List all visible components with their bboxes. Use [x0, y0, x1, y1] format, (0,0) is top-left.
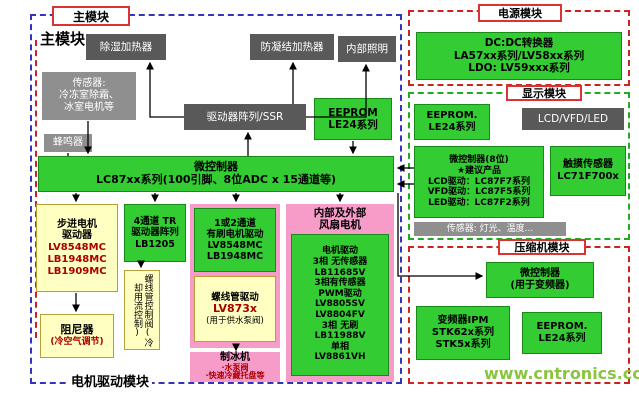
buzzer-block: 蜂鸣器	[44, 134, 92, 152]
main-module-heading: 主模块	[40, 30, 86, 48]
dehumidifier-heater-label: 除湿加热器	[99, 40, 153, 53]
display-sensors-label: 传感器: 灯光、温度...	[446, 223, 534, 234]
display-eeprom-label: EEPROM. LE24系列	[426, 110, 478, 133]
anticondensation-heater-label: 防凝结加热器	[260, 40, 324, 53]
stepper-driver-parts: LV8548MC LB1948MC LB1909MC	[47, 242, 107, 277]
compressor-mcu-label: 微控制器 (用于变频器)	[510, 268, 570, 291]
sensors-label: 传感器: 冷冻室除霜、 冰室电机等	[59, 78, 119, 113]
dehumidifier-heater-block: 除湿加热器	[86, 34, 166, 60]
stepper-driver-block: 步进电机 驱动器 LV8548MC LB1948MC LB1909MC	[36, 204, 118, 292]
main-module-title-label: 主模块	[72, 9, 109, 24]
tr-driver-array-label: 4通道 TR 驱动器阵列 LB1205	[131, 216, 179, 250]
display-sensors-block: 传感器: 灯光、温度...	[414, 222, 566, 236]
brush-motor-group-block: 1或2通道 有刷电机驱动 LV8548MC LB1948MC 螺线管驱动 LV8…	[190, 204, 280, 348]
sensors-block: 传感器: 冷冻室除霜、 冰室电机等	[42, 72, 136, 120]
icemaker-block: 制冰机 ·水泵阀 ·快速冷藏托盘等	[190, 352, 280, 382]
display-mcu-label: 微控制器(8位) ★建议产品 LCD驱动：LC87F7系列 VFD驱动：LC87…	[427, 155, 531, 208]
main-eeprom-block: EEPROM LE24系列	[314, 98, 392, 140]
buzzer-label: 蜂鸣器	[53, 137, 83, 149]
anticondensation-heater-block: 防凝结加热器	[250, 34, 334, 60]
power-module-title: 电源模块	[478, 4, 562, 22]
lcd-vfd-led-block: LCD/VFD/LED	[522, 108, 624, 130]
tr-driver-array-block: 4通道 TR 驱动器阵列 LB1205	[124, 204, 186, 262]
power-module-title-label: 电源模块	[498, 7, 542, 20]
dcdc-converter-label: DC:DC转换器 LA57xx系列/LV58xx系列 LDO: LV59xxx系…	[453, 37, 585, 75]
display-module-title-label: 显示模块	[522, 87, 566, 100]
interior-lighting-label: 内部照明	[346, 42, 388, 55]
main-module-red-divider	[35, 40, 37, 338]
main-mcu-label: 微控制器 LC87xx系列(100引脚、8位ADC x 15通道等)	[95, 160, 337, 186]
interior-lighting-block: 内部照明	[338, 36, 396, 62]
compressor-module-title: 压缩机模块	[498, 239, 586, 255]
main-mcu-block: 微控制器 LC87xx系列(100引脚、8位ADC x 15通道等)	[38, 156, 394, 192]
fan-motor-group-block: 内部及外部 风扇电机 电机驱动 3相 无传感器 LB11685V 3相有传感器 …	[286, 204, 394, 382]
solenoid-driver-note: (用于供水泵阀)	[206, 316, 264, 327]
compressor-mcu-block: 微控制器 (用于变频器)	[486, 262, 594, 298]
damper-block: 阻尼器 (冷空气调节)	[40, 314, 114, 358]
fan-motor-title: 内部及外部 风扇电机	[313, 207, 367, 232]
driver-array-ssr-label: 驱动器阵列/SSR	[206, 110, 284, 123]
solenoid-driver-block: 螺线管驱动 LV873x (用于供水泵阀)	[194, 276, 276, 342]
solenoid-driver-part: LV873x	[212, 302, 258, 316]
brush-motor-driver-block: 1或2通道 有刷电机驱动 LV8548MC LB1948MC	[194, 208, 276, 272]
stepper-driver-title: 步进电机 驱动器	[57, 218, 97, 242]
main-eeprom-label: EEPROM LE24系列	[328, 106, 378, 131]
compressor-eeprom-block: EEPROM. LE24系列	[522, 312, 602, 354]
lcd-vfd-led-label: LCD/VFD/LED	[537, 112, 609, 125]
damper-note: (冷空气调节)	[50, 337, 104, 348]
compressor-module-title-label: 压缩机模块	[514, 241, 570, 254]
display-eeprom-block: EEPROM. LE24系列	[414, 104, 490, 140]
icemaker-title: 制冰机	[220, 352, 250, 364]
fan-motor-driver-block: 电机驱动 3相 无传感器 LB11685V 3相有传感器 PWM驱动 LV880…	[291, 233, 389, 376]
solenoid-control-valve-label: 螺线管控制阀(冷却用流控制)	[132, 273, 153, 347]
fan-motor-driver-label: 电机驱动 3相 无传感器 LB11685V 3相有传感器 PWM驱动 LV880…	[312, 246, 368, 363]
motor-drive-module-label: 电机驱动模块	[68, 371, 153, 390]
display-mcu-block: 微控制器(8位) ★建议产品 LCD驱动：LC87F7系列 VFD驱动：LC87…	[414, 146, 544, 218]
inverter-ipm-block: 变频器IPM STK62x系列 STK5x系列	[416, 306, 510, 360]
icemaker-note: ·水泵阀 ·快速冷藏托盘等	[205, 362, 265, 381]
watermark: www.cntronics.com	[484, 364, 639, 383]
driver-array-ssr-block: 驱动器阵列/SSR	[184, 104, 306, 130]
main-module-title: 主模块	[52, 6, 130, 26]
touch-sensor-block: 触摸传感器 LC71F700x	[550, 146, 626, 196]
brush-motor-driver-label: 1或2通道 有刷电机驱动 LV8548MC LB1948MC	[206, 217, 264, 263]
damper-title: 阻尼器	[60, 323, 94, 337]
compressor-eeprom-label: EEPROM. LE24系列	[536, 321, 588, 344]
solenoid-driver-title: 螺线管驱动	[211, 291, 259, 303]
touch-sensor-label: 触摸传感器 LC71F700x	[557, 159, 619, 182]
solenoid-control-valve-block: 螺线管控制阀(冷却用流控制)	[124, 270, 160, 350]
dcdc-converter-block: DC:DC转换器 LA57xx系列/LV58xx系列 LDO: LV59xxx系…	[416, 32, 622, 80]
inverter-ipm-label: 变频器IPM STK62x系列 STK5x系列	[431, 315, 495, 350]
display-module-title: 显示模块	[506, 85, 582, 101]
